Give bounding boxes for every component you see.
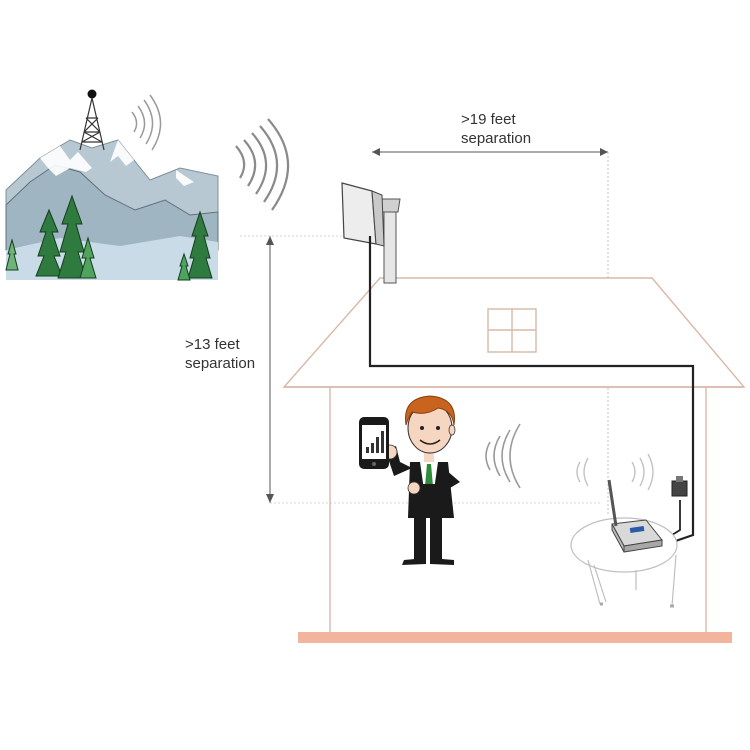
tree-icon: [57, 194, 87, 279]
tree-icon: [35, 208, 63, 277]
power-adapter-icon: [671, 476, 688, 497]
horizontal-separation-label: >19 feet separation: [461, 110, 531, 148]
tree-group: [5, 194, 213, 281]
house-roof: [282, 277, 746, 388]
house: [282, 277, 746, 632]
outdoor-antenna-icon: [341, 182, 401, 284]
house-floor: [298, 632, 732, 643]
vertical-separation-word: separation: [185, 355, 256, 372]
tree-icon: [5, 238, 19, 271]
smartphone-icon: [359, 417, 398, 469]
indoor-antenna-icon: [607, 479, 618, 527]
horizontal-separation-distance: >19 feet: [461, 111, 516, 128]
signal-waves-icon: [485, 423, 521, 489]
person-icon: [386, 395, 460, 565]
tree-icon: [79, 236, 97, 279]
window-icon: [487, 308, 537, 353]
vertical-separation-label: >13 feet separation: [185, 335, 255, 373]
booster-unit-icon: [611, 519, 663, 553]
tree-icon: [177, 252, 191, 281]
cell-tower-icon: [79, 89, 105, 151]
signal-waves-icon: [235, 118, 290, 211]
vertical-separation-distance: >13 feet: [185, 336, 240, 353]
tree-icon: [187, 210, 213, 279]
horizontal-separation-word: separation: [461, 130, 532, 147]
signal-waves-icon: [131, 94, 162, 151]
signal-waves-icon: [576, 453, 654, 491]
snow-caps: [40, 140, 194, 186]
mountain-scene: [5, 89, 219, 281]
